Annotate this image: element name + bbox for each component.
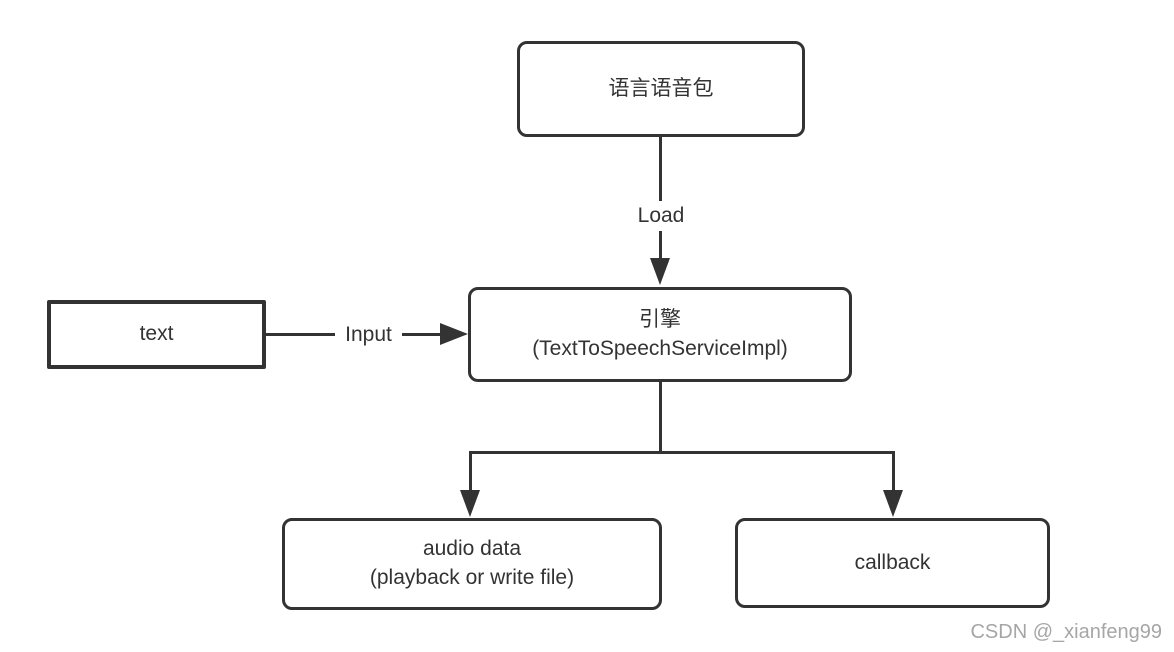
node-engine: 引擎 (TextToSpeechServiceImpl) xyxy=(468,287,852,382)
load-arrowhead-down-icon xyxy=(650,258,670,285)
edge-branch-right-drop-line xyxy=(892,451,895,492)
node-speech-pack-label: 语言语音包 xyxy=(608,76,714,100)
node-audio-data: audio data (playback or write file) xyxy=(282,518,662,610)
callback-arrowhead-down-icon xyxy=(883,490,903,517)
edge-load-label: Load xyxy=(615,201,707,231)
node-audio-data-label-line1: audio data xyxy=(422,537,522,561)
node-text-label: text xyxy=(139,322,174,346)
node-text: text xyxy=(47,300,266,369)
node-callback: callback xyxy=(735,518,1050,608)
edge-load-line xyxy=(659,137,662,263)
node-callback-label: callback xyxy=(854,550,931,574)
edge-branch-left-drop-line xyxy=(469,451,472,492)
audio-data-arrowhead-down-icon xyxy=(460,490,480,517)
edge-engine-down-line xyxy=(659,382,662,454)
node-engine-label-line2: (TextToSpeechServiceImpl) xyxy=(532,336,788,360)
node-audio-data-label-line2: (playback or write file) xyxy=(369,566,575,589)
input-arrowhead-right-icon xyxy=(440,323,468,345)
csdn-watermark: CSDN @_xianfeng99 xyxy=(970,621,1162,643)
edge-input-label: Input xyxy=(335,320,402,350)
node-speech-pack: 语言语音包 xyxy=(517,41,805,137)
edge-branch-horizontal-line xyxy=(469,451,895,454)
node-engine-label-line1: 引擎 xyxy=(639,307,681,331)
